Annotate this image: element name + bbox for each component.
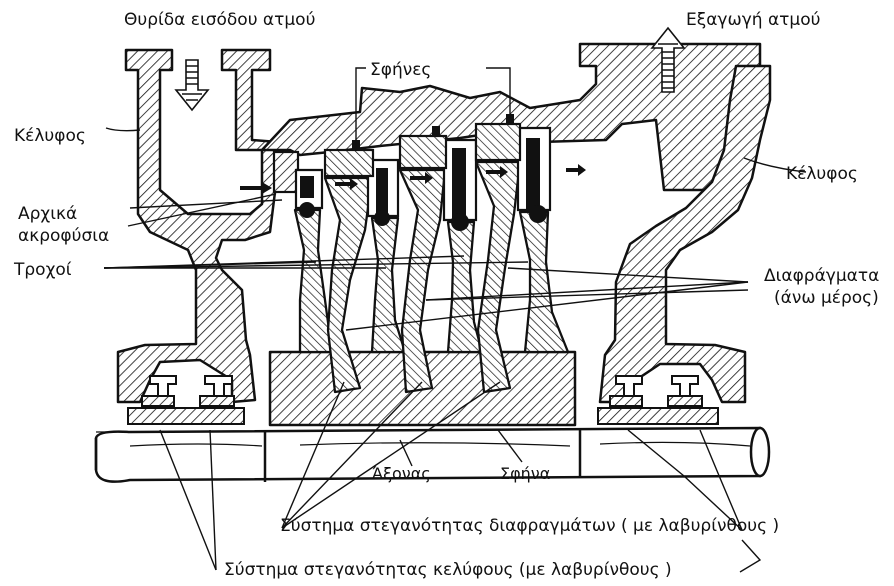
casing-seal-label: Σύστημα στεγανότητας κελύφους (με λαβυρί… [224, 560, 672, 580]
left-casing [116, 48, 292, 404]
diaphragms-label-line1: Διαφράγματα [764, 266, 880, 286]
shroud-3 [474, 122, 522, 162]
flow-arrows [240, 164, 586, 194]
wheel-2 [370, 216, 407, 354]
shroud-1 [323, 148, 375, 178]
wheel-3 [446, 220, 484, 354]
initial-nozzles-label-line1: Αρχικά [18, 204, 78, 224]
shaft-label: Άξονας [372, 464, 431, 483]
wheel-4 [518, 210, 570, 354]
diaphragm-seal-label: Σύστημα στεγανότητας διαφραγμάτων ( με λ… [280, 516, 780, 536]
casing-right-label: Κέλυφος [786, 164, 858, 184]
right-casing [598, 64, 772, 404]
wheels-label: Τροχοί [14, 260, 72, 280]
wedge-label: Σφήνα [500, 464, 551, 483]
nozzle-block-1 [272, 150, 300, 194]
right-labyrinth-seal [597, 375, 719, 425]
inlet-arrow [174, 59, 210, 112]
diaphragms-label-line2: (άνω μέρος) [774, 288, 879, 308]
diaphragm-3 [474, 160, 522, 394]
casing-left-label: Κέλυφος [14, 126, 86, 146]
steam-inlet-label: Θυρίδα εισόδου ατμού [124, 10, 316, 30]
wedges-top-label: Σφήνες [370, 60, 432, 80]
left-labyrinth-seal [127, 375, 245, 425]
outlet-arrow [650, 26, 686, 93]
wheel-1 [293, 208, 334, 354]
steam-outlet-label: Εξαγωγή ατμού [686, 10, 821, 30]
shroud-2 [398, 134, 448, 170]
diaphragm-2 [398, 168, 447, 394]
initial-nozzles-label-line2: ακροφύσια [18, 226, 110, 246]
